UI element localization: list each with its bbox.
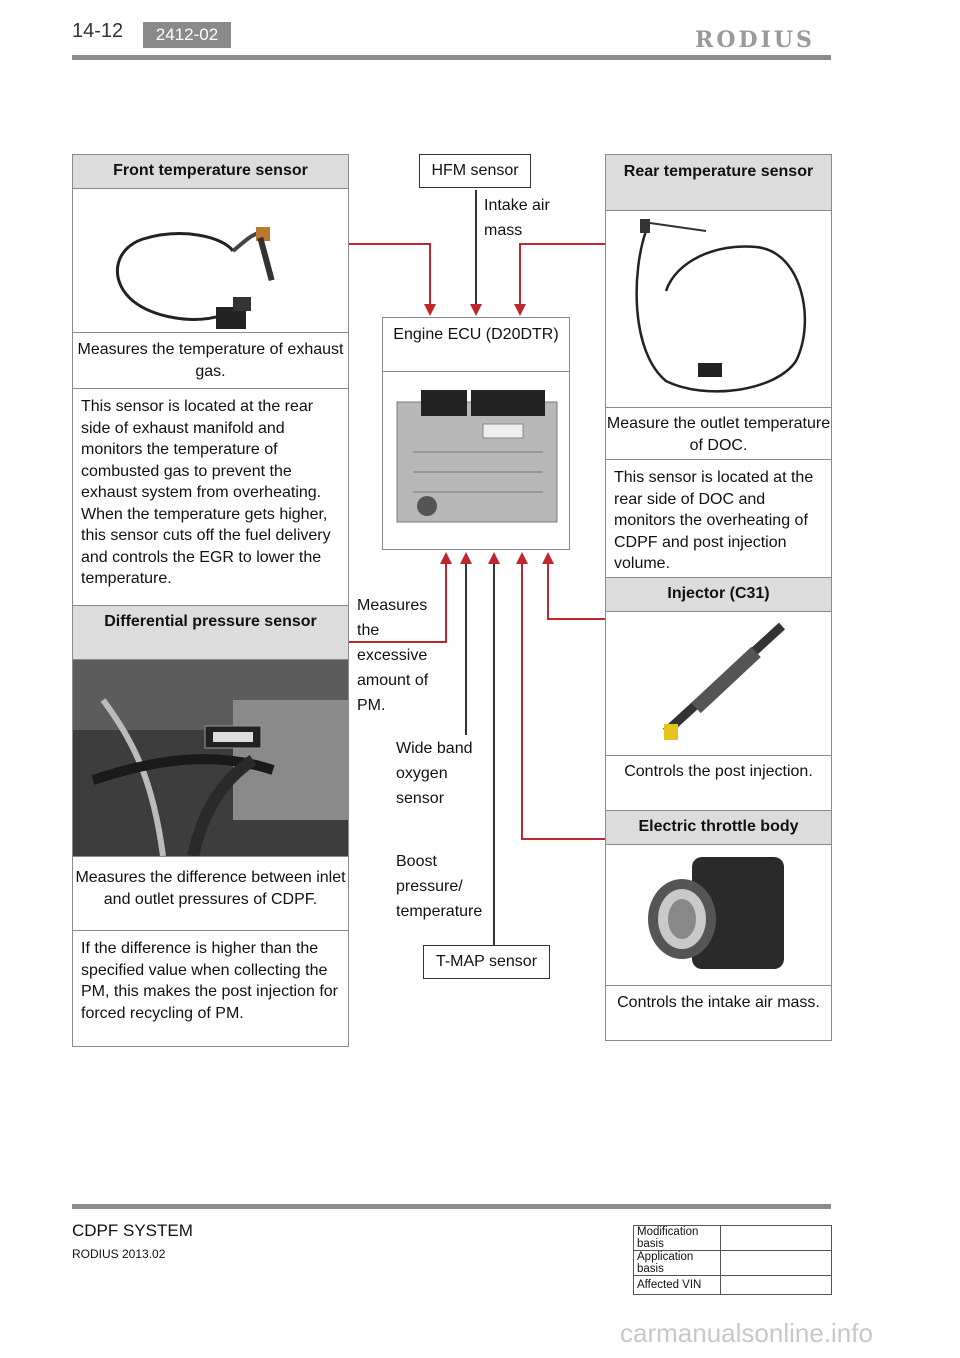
arrow-o2-to-ecu bbox=[460, 552, 472, 564]
front-sensor-summary: Measures the temperature of exhaust gas. bbox=[73, 333, 348, 389]
arrow-injector-to-ecu bbox=[542, 552, 554, 564]
right-sensor-panel: Rear temperature sensor Measure the outl… bbox=[605, 154, 832, 1041]
throttle-summary: Controls the intake air mass. bbox=[617, 994, 820, 1011]
arrow-diff-to-ecu bbox=[440, 552, 452, 564]
line-diff-to-ecu bbox=[348, 562, 447, 643]
throttle-image bbox=[606, 845, 831, 986]
injector-title: Injector (C31) bbox=[606, 578, 831, 612]
line-rear-to-ecu bbox=[519, 243, 606, 306]
injector-summary: Controls the post injection. bbox=[606, 756, 831, 811]
diff-sensor-image bbox=[73, 660, 348, 857]
engine-ecu-panel: Engine ECU (D20DTR) bbox=[382, 317, 570, 550]
revision-table: Modification basis Application basis Aff… bbox=[633, 1225, 832, 1295]
differential-pressure-sensor-photo bbox=[73, 660, 348, 856]
oxygen-sensor-label: Wide band oxygen sensor bbox=[396, 740, 473, 807]
diff-sensor-description: If the difference is higher than the spe… bbox=[81, 940, 338, 1022]
revision-value bbox=[720, 1275, 832, 1295]
footer-subtitle: RODIUS 2013.02 bbox=[72, 1247, 166, 1261]
hfm-sensor-tag: HFM sensor bbox=[419, 154, 531, 188]
injector-illustration bbox=[662, 622, 786, 740]
front-sensor-description: This sensor is located at the rear side … bbox=[73, 389, 348, 606]
arrow-throttle-to-ecu bbox=[516, 552, 528, 564]
intake-air-mass-label: Intake air mass bbox=[484, 197, 550, 239]
front-sensor-title: Front temperature sensor bbox=[73, 155, 348, 189]
throttle-title: Electric throttle body bbox=[606, 811, 831, 845]
arrow-front-to-ecu bbox=[424, 304, 436, 316]
arrow-tmap-to-ecu bbox=[488, 552, 500, 564]
rear-sensor-image bbox=[606, 211, 831, 408]
page-number: 14-12 bbox=[72, 20, 124, 42]
rodius-logo: RODIUS bbox=[695, 27, 815, 53]
header-rule bbox=[72, 55, 831, 60]
watermark: carmanualsonline.info bbox=[620, 1318, 873, 1348]
footer-rule bbox=[72, 1204, 831, 1209]
revision-value bbox=[720, 1225, 832, 1251]
section-code-badge: 2412-02 bbox=[143, 22, 231, 48]
table-row: Application basis bbox=[633, 1250, 832, 1276]
ecu-label: Engine ECU (D20DTR) bbox=[383, 318, 569, 372]
line-injector-to-ecu bbox=[547, 562, 606, 620]
arrow-rear-to-ecu bbox=[514, 304, 526, 316]
diff-sensor-summary: Measures the difference between inlet an… bbox=[73, 857, 348, 931]
ecu-illustration bbox=[396, 390, 558, 523]
table-row: Modification basis bbox=[633, 1225, 832, 1251]
revision-label: Affected VIN bbox=[633, 1275, 721, 1295]
electric-throttle-body-illustration bbox=[648, 857, 784, 969]
line-throttle-to-ecu bbox=[521, 562, 606, 840]
line-front-to-ecu bbox=[348, 243, 431, 306]
table-row: Affected VIN bbox=[633, 1275, 832, 1295]
boost-signal-label: Boost pressure/ temperature bbox=[396, 853, 483, 920]
diff-sensor-title: Differential pressure sensor bbox=[73, 606, 348, 660]
pm-signal-label: Measures the excessive amount of PM. bbox=[357, 597, 429, 714]
rear-sensor-description: This sensor is located at the rear side … bbox=[606, 460, 831, 578]
rear-temperature-sensor-illustration bbox=[635, 219, 807, 393]
front-sensor-image bbox=[73, 189, 348, 333]
rear-sensor-title: Rear temperature sensor bbox=[606, 155, 831, 211]
revision-label: Application basis bbox=[633, 1250, 721, 1276]
rear-sensor-summary: Measure the outlet temperature of DOC. bbox=[606, 408, 831, 460]
footer-title: CDPF SYSTEM bbox=[72, 1221, 193, 1240]
injector-image bbox=[606, 612, 831, 756]
left-sensor-panel: Front temperature sensor Measures the te… bbox=[72, 154, 349, 1047]
arrow-hfm-to-ecu bbox=[470, 304, 482, 316]
logo-text: RODIUS bbox=[695, 27, 815, 53]
tmap-sensor-tag: T-MAP sensor bbox=[423, 945, 550, 979]
revision-value bbox=[720, 1250, 832, 1276]
revision-label: Modification basis bbox=[633, 1225, 721, 1251]
front-temperature-sensor-illustration bbox=[116, 227, 275, 329]
